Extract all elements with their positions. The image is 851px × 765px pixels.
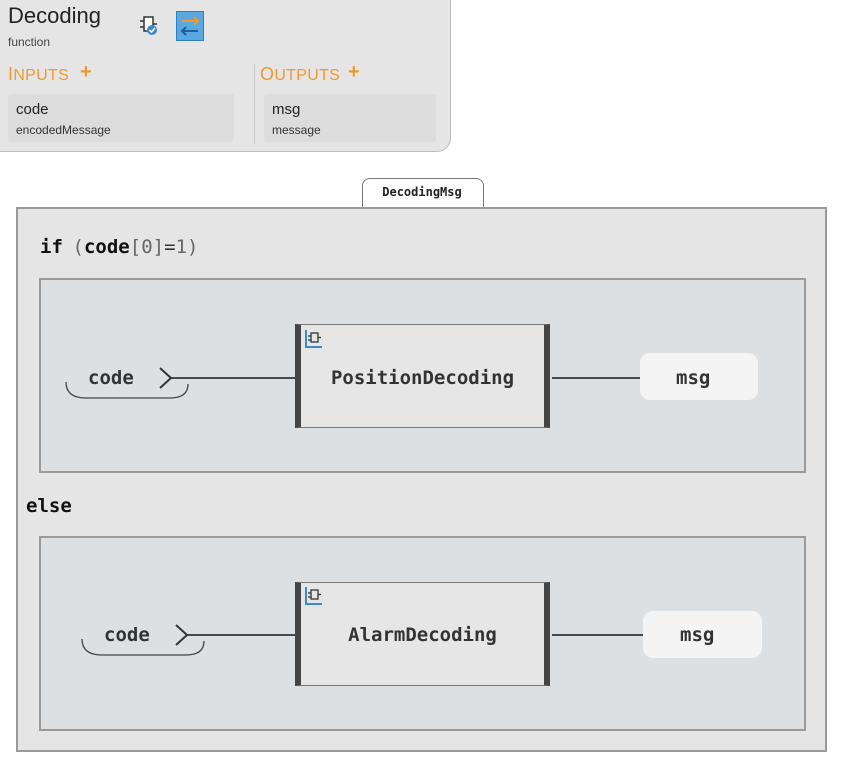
function-title[interactable]: Decoding [8, 3, 101, 28]
else-branch-function-box[interactable] [295, 582, 550, 686]
else-branch-input-label[interactable]: code [104, 624, 150, 646]
else-branch-function-name: AlarmDecoding [348, 624, 497, 646]
if-branch-output-label: msg [676, 367, 711, 389]
input-param-type: encodedMessage [16, 123, 111, 137]
condition-variable: code [83, 236, 130, 258]
if-branch-output-port[interactable] [640, 353, 758, 400]
else-branch-output-label: msg [680, 624, 715, 646]
add-input-button[interactable]: + [80, 61, 92, 83]
function-call-icon [305, 587, 322, 605]
condition-value: 1 [175, 236, 188, 258]
if-branch-function-box[interactable] [295, 324, 550, 428]
inputs-section-title: INPUTS [8, 64, 70, 84]
if-keyword: if [40, 236, 63, 258]
input-param-item[interactable] [8, 94, 234, 142]
if-condition[interactable]: if (code[0]=1) [40, 236, 199, 258]
function-call-icon [305, 330, 322, 348]
output-param-type: message [272, 123, 321, 137]
if-branch-input-connector [65, 367, 296, 399]
else-branch-output-port[interactable] [643, 611, 762, 658]
function-block-icon[interactable] [138, 13, 160, 37]
function-kind: function [8, 35, 51, 49]
swap-arrows-icon[interactable] [176, 11, 204, 41]
output-param-item[interactable] [264, 94, 436, 142]
if-branch-function-name: PositionDecoding [330, 367, 515, 389]
block-name-label: DecodingMsg [382, 185, 462, 199]
add-output-button[interactable]: + [348, 61, 360, 83]
output-param-name: msg [272, 101, 301, 118]
input-param-name: code [16, 101, 49, 118]
block-name-tab[interactable] [362, 178, 484, 209]
if-branch-input-label[interactable]: code [88, 367, 134, 389]
section-divider [254, 64, 255, 144]
else-branch-input-connector [81, 624, 300, 656]
condition-index: 0 [141, 236, 153, 258]
else-keyword: else [26, 495, 72, 517]
outputs-section-title: OUTPUTS [260, 64, 341, 84]
